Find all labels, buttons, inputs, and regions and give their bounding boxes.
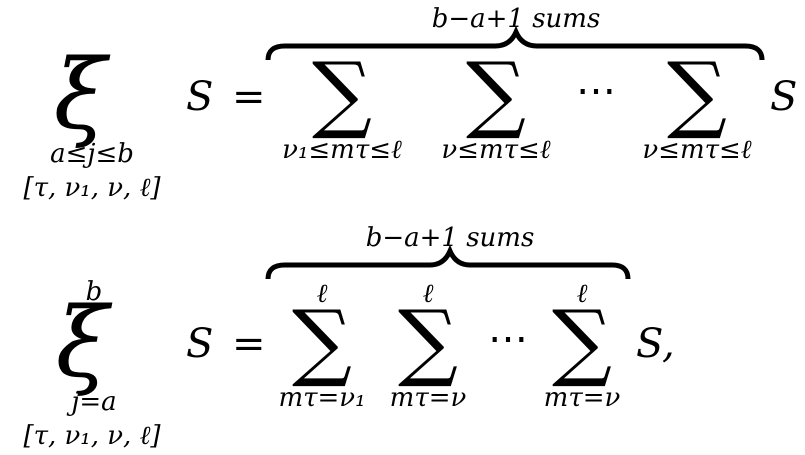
xi-parameters: [τ, ν₁, ν, ℓ] (23, 173, 161, 203)
overbrace-label: b−a+1 sums (432, 4, 601, 34)
sum-2-limits: ν≤mτ≤ℓ (441, 135, 550, 165)
xi-parameters: [τ, ν₁, ν, ℓ] (23, 421, 161, 451)
equation-1: ξ a≤j≤b [τ, ν₁, ν, ℓ] S = b−a+1 sums ∑ ν… (23, 4, 797, 203)
xi-operator: ξ (56, 287, 113, 399)
sum-1: ∑ (312, 44, 372, 142)
lhs-symbol: S (186, 74, 213, 120)
xi-operator: ξ (54, 39, 111, 151)
rhs-symbol: S, (636, 321, 675, 367)
rhs-symbol: S (770, 74, 797, 120)
lhs-symbol: S (186, 321, 213, 367)
xi-superscript: b (86, 277, 103, 307)
overbrace-label: b−a+1 sums (366, 223, 535, 253)
xi-subscript: a≤j≤b (50, 139, 134, 169)
sum-1-lower-limit: mτ=ν₁ (278, 383, 365, 413)
sum-3: ∑ (667, 44, 727, 142)
overbrace (265, 244, 631, 280)
equation-2: b ξ j=a [τ, ν₁, ν, ℓ] S = b−a+1 sums ℓ ∑… (23, 223, 674, 451)
sum-3-limits: ν≤mτ≤ℓ (642, 135, 751, 165)
sum-3: ∑ (552, 292, 612, 390)
ellipsis: ⋯ (488, 316, 528, 362)
sum-2: ∑ (398, 292, 458, 390)
sum-1-limits: ν₁≤mτ≤ℓ (282, 135, 402, 165)
equals-sign: = (232, 321, 266, 367)
equals-sign: = (232, 74, 266, 120)
sum-2-upper-limit: ℓ (423, 279, 434, 309)
sum-3-lower-limit: mτ=ν (544, 383, 621, 413)
overbrace (265, 25, 765, 61)
ellipsis: ⋯ (576, 68, 616, 114)
sum-3-upper-limit: ℓ (577, 279, 588, 309)
sum-1: ∑ (292, 292, 352, 390)
sum-1-upper-limit: ℓ (317, 279, 328, 309)
xi-subscript: j=a (66, 387, 116, 417)
sum-2-lower-limit: mτ=ν (390, 383, 467, 413)
sum-2: ∑ (466, 44, 526, 142)
